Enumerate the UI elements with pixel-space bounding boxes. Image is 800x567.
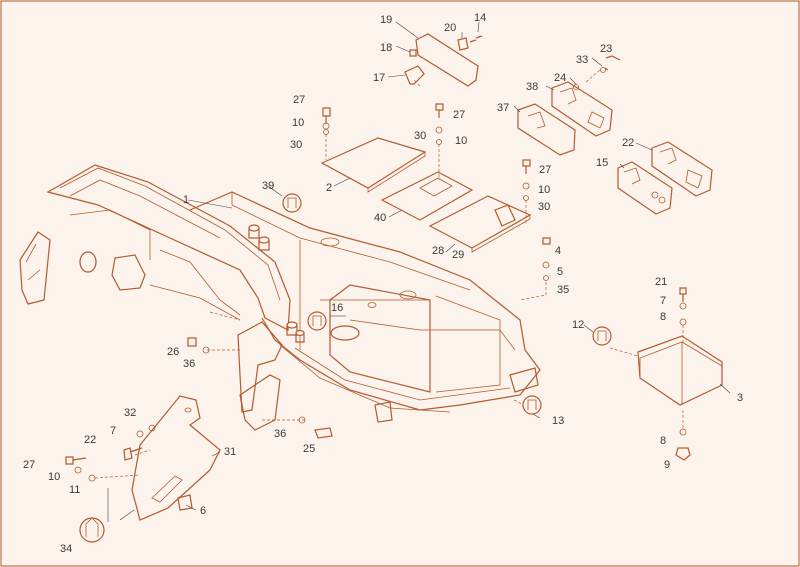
callout-5: 5 <box>557 266 563 278</box>
callout-36a: 36 <box>183 358 195 370</box>
tray-part-3 <box>637 335 723 406</box>
callout-10d: 10 <box>48 471 60 483</box>
callout-38: 38 <box>526 81 538 93</box>
callout-6: 6 <box>200 505 206 517</box>
callout-22a: 22 <box>622 137 634 149</box>
callout-13: 13 <box>552 415 564 427</box>
cover-part-19 <box>415 33 479 87</box>
callout-27a: 27 <box>293 94 305 106</box>
callout-24: 24 <box>554 72 566 84</box>
callout-3: 3 <box>737 392 743 404</box>
callout-25: 25 <box>303 443 315 455</box>
callout-7a: 7 <box>110 425 116 437</box>
fasteners <box>65 35 691 482</box>
callout-11: 11 <box>69 484 80 496</box>
callout-2: 2 <box>326 182 332 194</box>
callout-30b: 30 <box>414 130 426 142</box>
assembly-lines <box>94 69 684 479</box>
leader-lines <box>107 21 731 522</box>
callout-39: 39 <box>262 180 274 192</box>
callout-34: 34 <box>60 543 72 555</box>
callout-35: 35 <box>557 284 569 296</box>
grease-symbol-icon <box>79 517 105 543</box>
plate-part-28 <box>428 195 532 253</box>
callout-8a: 8 <box>660 311 666 323</box>
sealant-symbol-icon <box>307 311 327 331</box>
callout-16: 16 <box>331 302 343 314</box>
gasket-part-37 <box>517 103 576 156</box>
callout-37: 37 <box>497 102 509 114</box>
sealant-symbol-icon <box>592 326 612 346</box>
callout-28: 28 <box>432 245 444 257</box>
callout-7b: 7 <box>660 295 666 307</box>
callout-18: 18 <box>380 42 392 54</box>
callout-30c: 30 <box>538 201 550 213</box>
callout-8b: 8 <box>660 435 666 447</box>
callout-10a: 10 <box>292 117 304 129</box>
callout-1: 1 <box>183 194 189 206</box>
callout-9: 9 <box>664 459 670 471</box>
callout-23: 23 <box>600 43 612 55</box>
callout-26: 26 <box>167 346 179 358</box>
sealant-symbol-icon <box>522 395 542 415</box>
callout-labels: 1 2 3 4 5 6 7 7 8 8 9 10 10 10 10 11 12 … <box>23 12 743 555</box>
callout-17: 17 <box>373 72 385 84</box>
callout-21: 21 <box>655 276 667 288</box>
plate-part-38 <box>551 81 613 137</box>
callout-40: 40 <box>374 212 386 224</box>
callout-4: 4 <box>555 245 561 257</box>
callout-15: 15 <box>596 157 608 169</box>
callout-27d: 27 <box>23 459 35 471</box>
callout-19: 19 <box>380 14 392 26</box>
sealant-symbol-icon <box>282 193 302 213</box>
callout-29: 29 <box>452 249 464 261</box>
bracket-part-31 <box>131 395 221 521</box>
plate-part-40 <box>380 171 474 221</box>
callout-22b: 22 <box>84 434 96 446</box>
callout-33: 33 <box>576 54 588 66</box>
bracket-part-17 <box>404 65 425 85</box>
callout-30a: 30 <box>290 139 302 151</box>
main-frame-part <box>19 164 541 431</box>
plate-part-2 <box>320 137 427 193</box>
callout-36b: 36 <box>274 428 286 440</box>
callout-31: 31 <box>224 446 236 458</box>
callout-27b: 27 <box>453 109 465 121</box>
callout-10c: 10 <box>538 184 550 196</box>
callout-10b: 10 <box>455 135 467 147</box>
gasket-part-15 <box>617 161 673 215</box>
callout-27c: 27 <box>539 164 551 176</box>
callout-32: 32 <box>124 407 136 419</box>
plate-part-22 <box>651 141 713 197</box>
callout-20: 20 <box>444 22 456 34</box>
callout-12: 12 <box>572 319 584 331</box>
block-part-6 <box>177 494 193 511</box>
callout-14: 14 <box>474 12 486 24</box>
